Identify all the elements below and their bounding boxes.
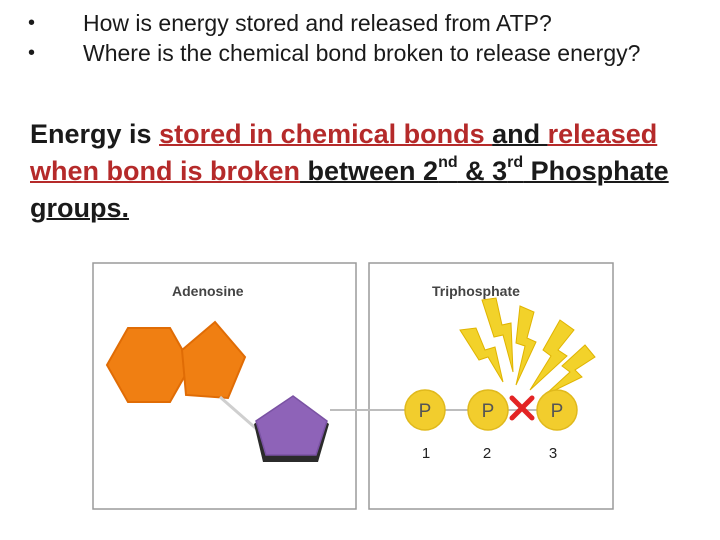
adenosine-title: Adenosine [172, 283, 244, 299]
sugar-pentagon [255, 395, 328, 456]
statement-underlined: between 2nd & 3rd Phosphate groups. [30, 154, 669, 223]
bolt-icon [544, 344, 596, 396]
bolt-icon [481, 297, 514, 373]
bullet-icon: • [28, 12, 36, 34]
phosphate-number: 1 [422, 445, 430, 462]
statement-text: between 2 [300, 156, 439, 186]
statement-text: Phosphate groups. [30, 156, 669, 223]
bond-break-x-icon [509, 395, 535, 421]
glycosidic-bond [219, 395, 261, 434]
statement-text: and [492, 119, 548, 149]
ordinal-suffix: nd [438, 154, 458, 171]
phosphate-1 [404, 389, 446, 431]
phosphate-label: P [551, 401, 564, 422]
statement-highlight: stored in chemical bonds [159, 119, 493, 149]
question-list: • How is energy stored and released from … [28, 8, 708, 68]
triphosphate-title: Triphosphate [432, 283, 520, 299]
statement-text: Energy is [30, 119, 160, 149]
statement-text: & 3 [457, 156, 508, 186]
question-text: How is energy stored and released from A… [83, 10, 552, 36]
statement-highlight: released when bond is broken [30, 119, 658, 186]
ordinal-suffix: rd [507, 154, 524, 171]
question-text: Where is the chemical bond broken to rel… [83, 40, 641, 66]
phosphate-label: P [482, 401, 495, 422]
phosphate-number: 3 [549, 445, 557, 462]
bullet-icon: • [28, 42, 36, 64]
base-hexagon [105, 327, 193, 403]
bolt-icon [529, 319, 575, 391]
phosphate-number: 2 [483, 445, 491, 462]
bolt-icon [459, 327, 504, 383]
energy-bolts [459, 297, 596, 396]
energy-statement: Energy is stored in chemical bonds and r… [30, 116, 710, 227]
question-item: • How is energy stored and released from … [28, 8, 708, 38]
base-pentagon [180, 320, 247, 400]
phosphate-2 [467, 389, 509, 431]
phosphate-label: P [419, 401, 432, 422]
question-item: • Where is the chemical bond broken to re… [28, 38, 708, 68]
phosphate-3 [536, 389, 578, 431]
bolt-icon [515, 305, 537, 386]
